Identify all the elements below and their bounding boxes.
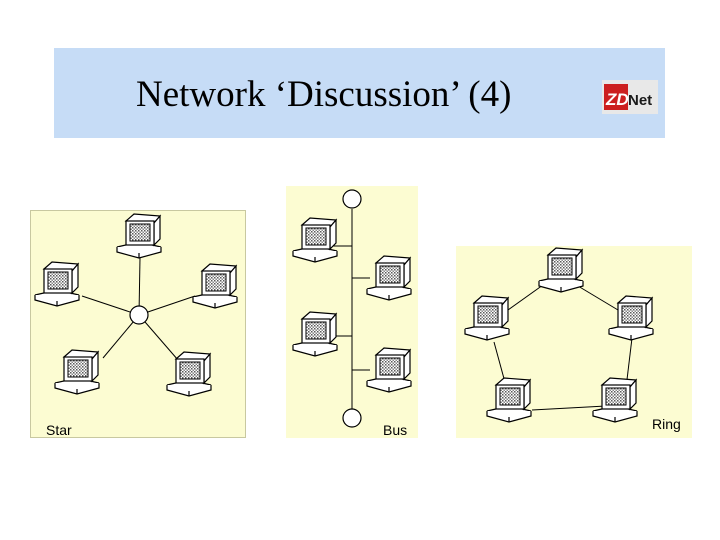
- bus-terminator-bottom: [342, 408, 362, 428]
- slide-title: Network ‘Discussion’ (4): [136, 74, 512, 115]
- panel-label-star: Star: [46, 422, 72, 438]
- ring-topology-panel: Ring: [456, 246, 692, 438]
- svg-text:ZD: ZD: [605, 90, 629, 109]
- bus-terminator-top: [342, 189, 362, 209]
- bus-topology-panel: Bus: [286, 186, 418, 438]
- hub-node: [129, 305, 149, 325]
- svg-text:Net: Net: [628, 92, 652, 109]
- zdnet-logo: ZD Net: [602, 80, 658, 114]
- star-topology-panel: Star: [30, 210, 246, 438]
- panel-label-bus: Bus: [383, 422, 407, 438]
- title-bar: Network ‘Discussion’ (4) ZD Net: [54, 48, 665, 138]
- panel-label-ring: Ring: [652, 416, 681, 432]
